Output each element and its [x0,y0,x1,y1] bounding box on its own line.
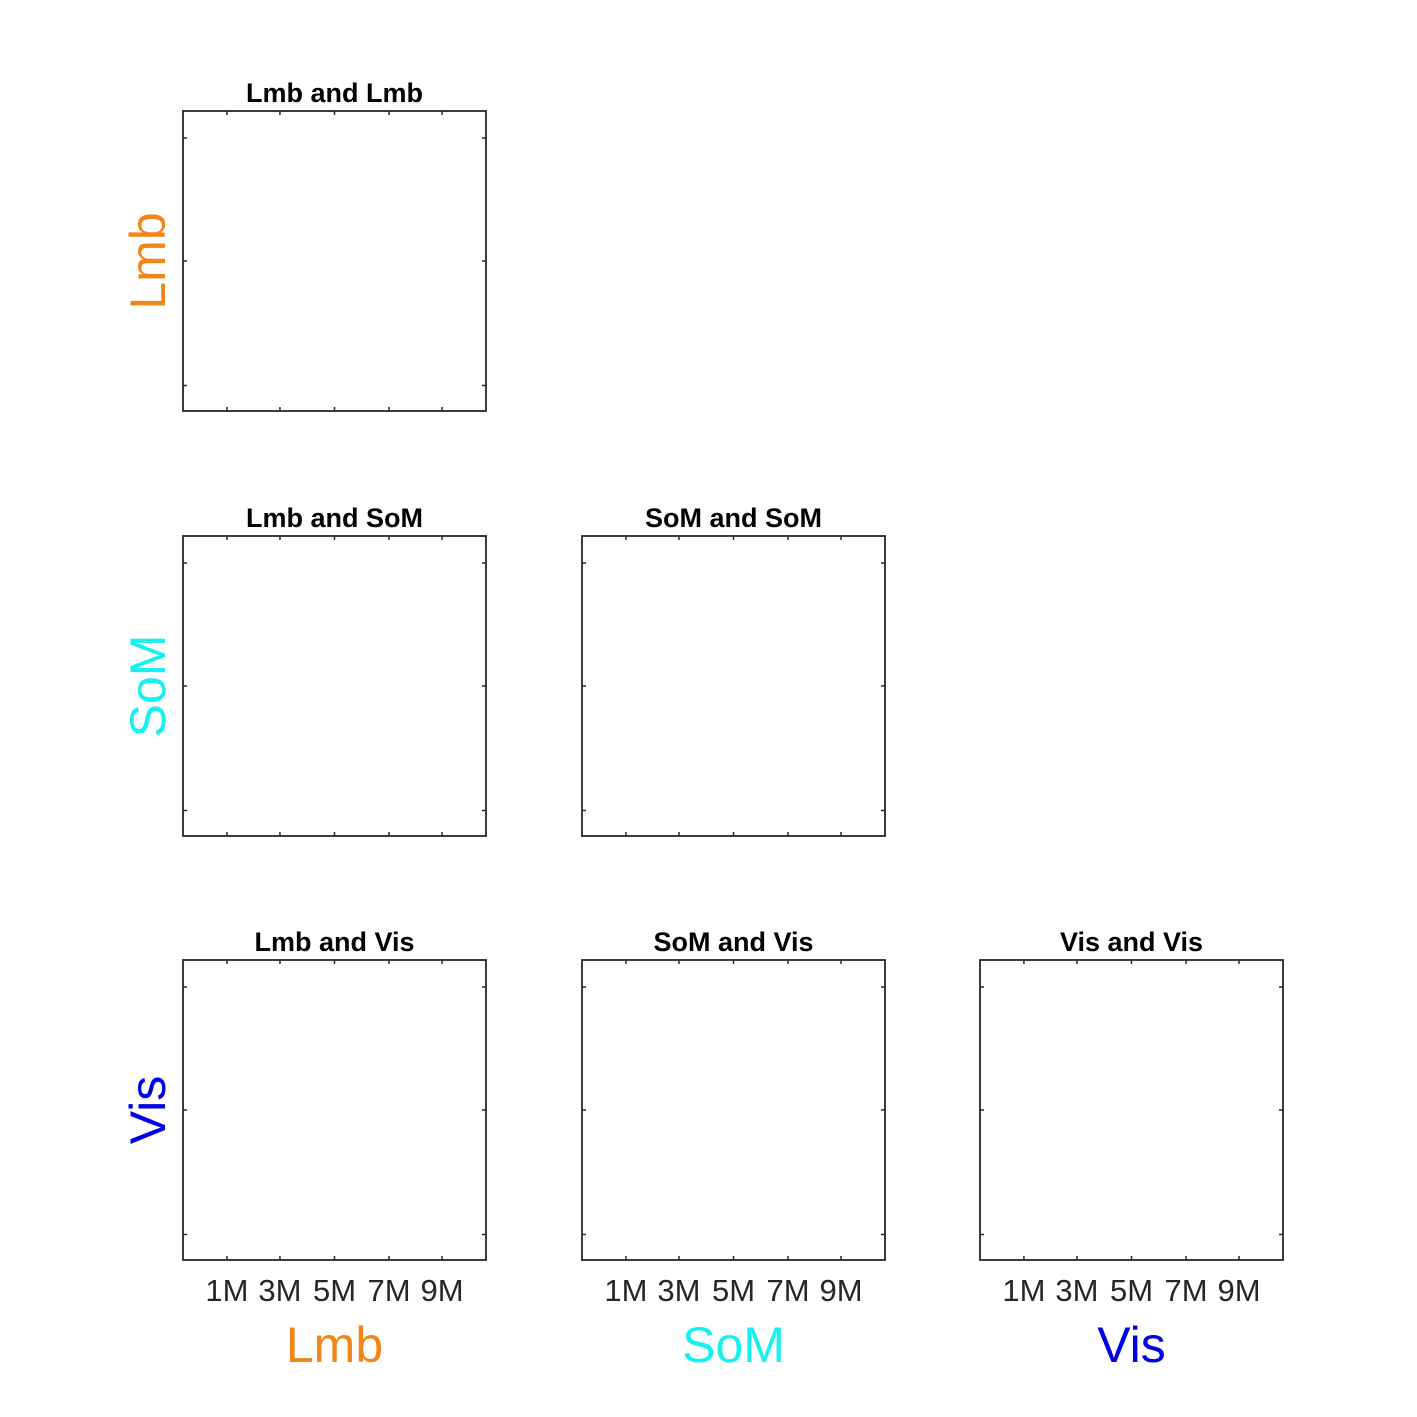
x-tick-label: 9M [1218,1273,1261,1308]
panel-frame [182,959,487,1261]
x-tick-label: 7M [368,1273,411,1308]
row-label-som: SoM [120,635,176,738]
x-tick-label: 3M [1055,1273,1098,1308]
panel-lmb-and-lmb: Lmb and Lmb [182,78,487,412]
panel-frame [581,959,886,1261]
x-tick-label: 9M [421,1273,464,1308]
x-tick-label: 9M [820,1273,863,1308]
x-tick-label: 5M [1110,1273,1153,1308]
panel-frame [979,959,1284,1261]
panel-title: Lmb and Lmb [246,78,423,108]
panel-som-and-vis: SoM and Vis 1M 3M 5M 7M 9M [581,927,886,1308]
panel-title: Vis and Vis [1060,927,1203,957]
panel-som-and-som: SoM and SoM [581,503,886,837]
x-tick-label: 3M [657,1273,700,1308]
panel-title: Lmb and SoM [246,503,423,533]
panel-title: Lmb and Vis [254,927,414,957]
panel-frame [581,535,886,837]
x-tick-label: 5M [313,1273,356,1308]
x-tick-label: 1M [604,1273,647,1308]
column-label-vis: Vis [1097,1317,1166,1373]
x-tick-label: 7M [767,1273,810,1308]
panel-lmb-and-vis: Lmb and Vis 1M 3M 5M 7M 9M [182,927,487,1308]
panel-lmb-and-som: Lmb and SoM [182,503,487,837]
column-label-som: SoM [682,1317,785,1373]
x-tick-label: 1M [205,1273,248,1308]
panel-frame [182,110,487,412]
row-label-vis: Vis [120,1076,176,1145]
x-tick-label: 3M [258,1273,301,1308]
row-label-lmb: Lmb [120,212,176,309]
panel-vis-and-vis: Vis and Vis 1M 3M 5M 7M 9M [979,927,1284,1308]
x-tick-label: 7M [1165,1273,1208,1308]
panel-title: SoM and SoM [645,503,822,533]
x-tick-label: 1M [1002,1273,1045,1308]
panel-title: SoM and Vis [653,927,813,957]
panel-frame [182,535,487,837]
x-tick-label: 5M [712,1273,755,1308]
column-label-lmb: Lmb [286,1317,383,1373]
